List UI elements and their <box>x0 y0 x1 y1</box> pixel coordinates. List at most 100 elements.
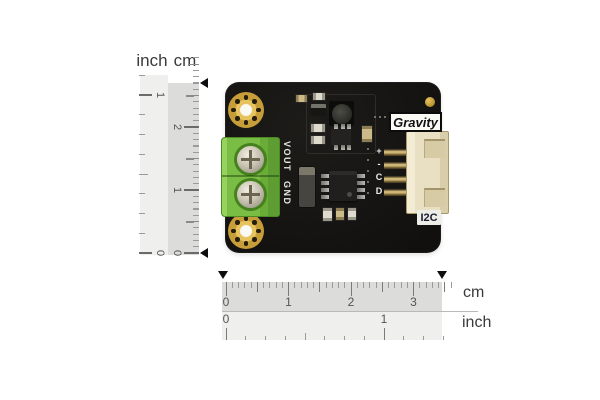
h-inch-tick <box>383 328 385 340</box>
ic-pin <box>321 181 329 185</box>
gravity-brand-label: Gravity <box>389 112 442 132</box>
h-cm-tick <box>431 282 433 288</box>
h-cm-tick <box>369 282 371 288</box>
v-cm-tick <box>193 246 199 248</box>
via-hole-dot <box>243 120 249 125</box>
v-cm-tick <box>193 101 199 103</box>
ic-pin <box>357 188 365 192</box>
v-inch-major-tick <box>139 94 152 96</box>
v-cm-tick <box>193 202 199 204</box>
via-hole-dot <box>243 95 249 100</box>
via-hole-dot <box>252 98 258 104</box>
v-cm-major-tick <box>184 126 199 128</box>
silk-dot <box>367 181 370 184</box>
pin-label-c: C <box>375 172 383 182</box>
h-cm-tick <box>231 282 233 288</box>
inductor <box>329 101 354 126</box>
h-cm-tick <box>331 282 333 288</box>
silk-dot <box>367 159 370 162</box>
connector-metal-pin <box>384 176 408 183</box>
ic-pin <box>321 174 329 178</box>
v-inch-tick <box>139 193 145 195</box>
vout-silkscreen-label: VOUT <box>282 141 292 173</box>
pin-label-minus: - <box>377 159 381 169</box>
h-cm-tick <box>438 282 440 288</box>
silk-dot <box>374 115 377 118</box>
h-cm-tick <box>406 282 408 288</box>
smd-capacitor <box>296 95 307 102</box>
h-inch-tick <box>324 336 326 340</box>
v-cm-half-tick <box>186 157 194 160</box>
h-cm-tick <box>244 282 246 288</box>
h-inch-tick <box>304 333 306 340</box>
via-hole-dot <box>231 107 236 113</box>
v-inch-tick <box>139 153 145 155</box>
v-cm-tick <box>193 145 199 147</box>
silk-dot <box>367 192 370 195</box>
mounting-hole-top <box>228 92 264 128</box>
board-bottom-marker-icon <box>200 247 208 258</box>
h-cm-tick <box>444 282 446 292</box>
gold-pad-dot <box>425 97 435 107</box>
ic-pin <box>340 145 345 150</box>
v-cm-tick <box>193 233 199 235</box>
vertical-ruler-cm-header: cm <box>173 51 197 70</box>
v-cm-tick <box>193 120 199 122</box>
h-cm-tick <box>269 282 271 288</box>
v-cm-tick <box>193 88 199 90</box>
horizontal-ruler-inch-unit: inch <box>462 314 492 331</box>
screw-terminal-block <box>221 137 280 217</box>
pin-label-plus: + <box>376 146 382 156</box>
v-inch-tick <box>139 213 145 215</box>
vertical-ruler-inch-header: inch <box>136 51 168 70</box>
h-inch-tick <box>403 336 405 340</box>
h-inch-tick <box>442 336 444 340</box>
h-cm-tick <box>300 282 302 288</box>
via-hole-dot <box>243 216 249 221</box>
smd-resistor <box>348 208 356 220</box>
ic-6pin <box>331 129 351 145</box>
v-inch-tick <box>139 232 145 234</box>
ic-pin <box>334 124 338 129</box>
v-cm-tick-label: 2 <box>171 123 183 131</box>
h-cm-tick <box>338 282 340 288</box>
v-cm-tick <box>193 208 199 210</box>
terminal-screw-gnd <box>236 180 264 208</box>
v-cm-tick <box>193 176 199 179</box>
v-cm-tick <box>193 69 199 71</box>
ic-pin <box>347 124 351 129</box>
v-inch-tick-label: 0 <box>154 249 166 257</box>
h-inch-tick <box>423 336 425 340</box>
h-cm-tick <box>450 282 452 288</box>
ic-pin <box>347 145 351 150</box>
pin-label-d: D <box>375 186 383 196</box>
silk-dot <box>379 115 382 118</box>
smd-capacitor <box>362 126 372 142</box>
i2c-interface-label: I2C <box>417 210 441 225</box>
v-cm-tick <box>193 227 199 229</box>
v-cm-tick <box>193 113 199 116</box>
v-cm-tick <box>193 183 199 185</box>
h-cm-tick <box>400 282 402 288</box>
terminal-screw-vout <box>236 145 264 173</box>
v-cm-tick <box>193 170 199 172</box>
ic-pin <box>321 195 329 199</box>
v-cm-tick-label: 1 <box>171 186 183 194</box>
v-cm-tick <box>188 63 199 65</box>
h-cm-tick-label: 3 <box>410 295 417 309</box>
via-hole-dot <box>252 237 258 243</box>
v-cm-tick <box>193 107 199 109</box>
h-cm-tick <box>381 282 383 292</box>
via-hole-dot <box>252 116 258 122</box>
ruler-divider <box>222 311 478 312</box>
ic-pin <box>321 188 329 192</box>
v-cm-tick <box>193 214 199 216</box>
smd-resistor <box>311 124 325 132</box>
silkscreen-outline <box>306 94 376 154</box>
h-inch-tick <box>344 336 346 340</box>
h-cm-tick <box>281 282 283 288</box>
ic-pin <box>357 174 365 178</box>
h-cm-tick <box>388 282 390 288</box>
board-right-marker-icon <box>436 271 447 279</box>
